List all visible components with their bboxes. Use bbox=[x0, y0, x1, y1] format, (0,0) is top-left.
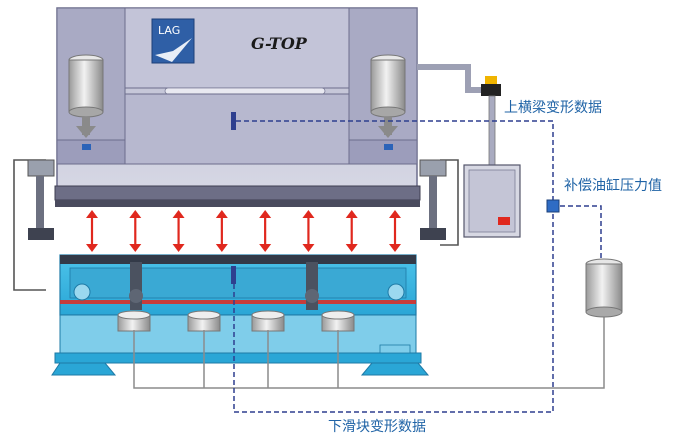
pressure-line bbox=[133, 300, 605, 389]
deflection-arrow bbox=[215, 210, 228, 252]
lag-logo: LAG bbox=[151, 18, 195, 64]
compensation-cylinder bbox=[251, 310, 285, 332]
upper-beam-sensor bbox=[231, 112, 236, 130]
deflection-arrow bbox=[259, 210, 272, 252]
lower-slide-data-line bbox=[233, 213, 554, 413]
model-name: G-TOP bbox=[251, 34, 308, 53]
compensation-cylinder bbox=[321, 310, 355, 332]
deflection-arrow bbox=[129, 210, 142, 252]
right-sensor-marker bbox=[384, 144, 393, 150]
deflection-arrow bbox=[172, 210, 185, 252]
upper-die-beam bbox=[54, 185, 421, 207]
upper-beam-data-line bbox=[236, 120, 554, 203]
deflection-arrow bbox=[302, 210, 315, 252]
right-main-cylinder bbox=[370, 54, 406, 138]
left-side-clamp bbox=[27, 159, 55, 240]
upper-beam-deformation-label: 上横梁变形数据 bbox=[504, 100, 602, 116]
deflection-arrow bbox=[86, 210, 98, 252]
right-hydraulic-line bbox=[440, 159, 459, 246]
upper-frame bbox=[56, 7, 418, 189]
lower-slide-bed bbox=[59, 254, 417, 354]
lower-slide-deformation-label: 下滑块变形数据 bbox=[328, 418, 426, 435]
deflection-arrow bbox=[389, 210, 401, 252]
data-node bbox=[546, 199, 560, 213]
left-sensor-marker bbox=[82, 144, 91, 150]
compensation-cylinder bbox=[117, 310, 151, 332]
deflection-arrows bbox=[86, 210, 401, 252]
pressure-tank bbox=[585, 258, 623, 318]
left-main-cylinder bbox=[68, 54, 104, 138]
compensation-cylinder bbox=[187, 310, 221, 332]
lower-slide-sensor bbox=[231, 266, 236, 284]
lower-compensation-cylinders bbox=[117, 310, 355, 332]
right-side-clamp bbox=[419, 159, 447, 240]
control-cabinet bbox=[417, 64, 521, 238]
machine-base bbox=[51, 344, 430, 376]
logo-text: LAG bbox=[158, 24, 180, 37]
compensation-pressure-label: 补偿油缸压力值 bbox=[564, 177, 662, 194]
deflection-arrow bbox=[345, 210, 358, 252]
compensation-data-line bbox=[560, 205, 602, 262]
